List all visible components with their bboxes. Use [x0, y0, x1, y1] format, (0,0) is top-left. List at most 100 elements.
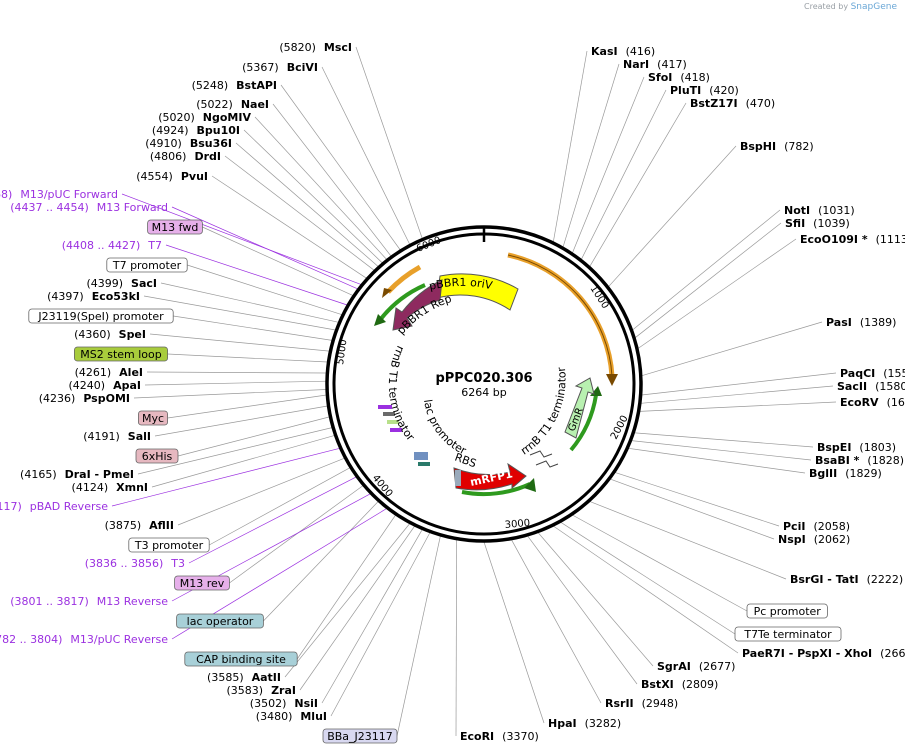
label-box [734, 626, 842, 642]
site-label-sfoi[interactable]: SfoI(418) [648, 71, 710, 84]
site-label-sgrai[interactable]: SgrAI(2677) [657, 660, 735, 673]
feature-label-m13-fwd[interactable]: M13 fwd [147, 219, 203, 235]
site-label-m13-reverse[interactable]: (3801 .. 3817)M13 Reverse [10, 595, 168, 608]
site-name: (3585)AatII [207, 671, 281, 684]
leader-line [146, 371, 327, 374]
site-label-bsabi[interactable]: BsaBI *(1828) [815, 454, 904, 467]
site-label-kasi[interactable]: KasI(416) [591, 45, 655, 58]
feature-name: T7 promoter [112, 259, 182, 272]
site-label-xmni[interactable]: (4124)XmnI [72, 481, 148, 494]
feature-label-pc-promoter[interactable]: Pc promoter [746, 603, 828, 619]
site-label-sfii[interactable]: SfiI(1039) [785, 217, 850, 230]
site-name: (4399)SacI [86, 277, 157, 290]
site-label-bsphi[interactable]: BspHI(782) [740, 140, 814, 153]
site-label-ecoo109i[interactable]: EcoO109I *(1113) [800, 233, 905, 246]
site-label-bcivi[interactable]: (5367)BciVI [242, 61, 318, 74]
site-label-bglii[interactable]: BglII(1829) [809, 467, 882, 480]
site-label-rsrii[interactable]: RsrII(2948) [605, 697, 678, 710]
site-label-t3[interactable]: (3836 .. 3856)T3 [85, 557, 185, 570]
site-label-m13-forward[interactable]: (4437 .. 4454)M13 Forward [10, 201, 168, 214]
leader-line [608, 145, 737, 287]
site-label-eco53ki[interactable]: (4397)Eco53kI [47, 290, 140, 303]
site-label-pluti[interactable]: PluTI(420) [670, 84, 739, 97]
site-name: (4397)Eco53kI [47, 290, 140, 303]
feature-label-ms2-stem-loop[interactable]: MS2 stem loop [74, 346, 168, 362]
site-label-drdi[interactable]: (4806)DrdI [150, 150, 221, 163]
leader-line [614, 472, 780, 527]
site-label-nspi[interactable]: NspI(2062) [778, 533, 850, 546]
site-label-hpai[interactable]: HpaI(3282) [548, 717, 621, 730]
site-label-bstz17i[interactable]: BstZ17I(470) [690, 97, 775, 110]
site-label-t7[interactable]: (4408 .. 4427)T7 [62, 239, 162, 252]
leader-line [229, 485, 364, 584]
leader-line [639, 401, 837, 412]
site-label-ecori[interactable]: EcoRI(3370) [460, 730, 539, 743]
feature-name: lac operator [187, 615, 254, 628]
feature-label-lac-operator[interactable]: lac operator [176, 613, 264, 629]
site-label-bsu36i[interactable]: (4910)Bsu36I [145, 137, 232, 150]
site-label-bstapi[interactable]: (5248)BstAPI [192, 79, 277, 92]
site-label-bstxi[interactable]: BstXI(2809) [641, 678, 718, 691]
site-label-alei[interactable]: (4261)AleI [75, 366, 143, 379]
site-label-aflii[interactable]: (3875)AflII [105, 519, 174, 532]
leader-line [640, 385, 834, 404]
site-label-bpu10i[interactable]: (4924)Bpu10I [152, 124, 240, 137]
label-box [176, 613, 264, 629]
feature-label-myc[interactable]: Myc [137, 410, 168, 426]
site-label-pvui[interactable]: (4554)PvuI [136, 170, 208, 183]
site-label-sali[interactable]: (4191)SalI [83, 430, 151, 443]
site-name: KasI(416) [591, 45, 655, 58]
site-label-pbad-reverse[interactable]: (4100 .. 4117)pBAD Reverse [0, 500, 108, 513]
site-label-aatii[interactable]: (3585)AatII [207, 671, 281, 684]
gmr-feature [564, 377, 595, 439]
leader-line [634, 432, 814, 448]
tick-3000: 3000 [504, 518, 530, 531]
feature-label-6xhis[interactable]: 6xHis [135, 448, 179, 464]
label-box [106, 257, 188, 273]
site-label-spei[interactable]: (4360)SpeI [74, 328, 146, 341]
site-label-nari[interactable]: NarI(417) [623, 58, 687, 71]
leader-line [641, 372, 837, 396]
feature-label-m13-rev[interactable]: M13 rev [174, 575, 230, 591]
plasmid-length: 6264 bp [461, 386, 506, 399]
site-label-saci[interactable]: (4399)SacI [86, 277, 157, 290]
feature-name: Myc [142, 412, 164, 425]
feature-name: J23119(SpeI) promoter [37, 310, 164, 323]
site-label-msci[interactable]: (5820)MscI [279, 41, 352, 54]
site-label-pspomi[interactable]: (4236)PspOMI [39, 392, 130, 405]
site-name: NarI(417) [623, 58, 687, 71]
site-label-ecorv[interactable]: EcoRV(1637) [840, 396, 905, 409]
site-name: BstXI(2809) [641, 678, 718, 691]
feature-label-t7te-terminator[interactable]: T7Te terminator [734, 626, 842, 642]
feature-label-t7-promoter[interactable]: T7 promoter [106, 257, 188, 273]
site-label-apai[interactable]: (4240)ApaI [69, 379, 141, 392]
site-label-naei[interactable]: (5022)NaeI [196, 98, 269, 111]
leader-line [111, 447, 340, 507]
site-label-m13-puc-reverse[interactable]: (3782 .. 3804)M13/pUC Reverse [0, 633, 168, 646]
feature-label-bba-j23117[interactable]: BBa_J23117 [322, 728, 398, 744]
site-name: BsaBI *(1828) [815, 454, 904, 467]
site-name: SfiI(1039) [785, 217, 850, 230]
feature-label-cap-binding-site[interactable]: CAP binding site [184, 651, 298, 667]
site-label-pcii[interactable]: PciI(2058) [783, 520, 850, 533]
site-label-sacii[interactable]: SacII(1580) [837, 380, 905, 393]
site-label-paqci[interactable]: PaqCI(1553) [840, 367, 905, 380]
leader-line [173, 315, 333, 341]
site-label-noti[interactable]: NotI(1031) [784, 204, 855, 217]
site-label-zrai[interactable]: (3583)ZraI [227, 684, 297, 697]
feature-label-j23119-spei-promoter[interactable]: J23119(SpeI) promoter [28, 308, 174, 324]
site-label-ngomiv[interactable]: (5020)NgoMIV [158, 111, 251, 124]
green-arc-bottom [461, 482, 531, 497]
site-label-m13-puc-forward[interactable]: (4446 .. 4468)M13/pUC Forward [0, 188, 118, 201]
site-label-bspei[interactable]: BspEI(1803) [817, 441, 896, 454]
feature-label-t3-promoter[interactable]: T3 promoter [128, 537, 210, 553]
plasmid-name: pPPC020.306 [435, 371, 532, 386]
site-label-mlui[interactable]: (3480)MluI [256, 710, 327, 723]
site-label-pasi[interactable]: PasI(1389) [826, 316, 896, 329]
site-label-paer7i-pspxi-xhoi[interactable]: PaeR7I - PspXI - XhoI(2662) [742, 647, 905, 660]
leader-line [133, 389, 327, 399]
site-label-nsii[interactable]: (3502)NsiI [250, 697, 318, 710]
site-label-bsrgi-tati[interactable]: BsrGI - TatI(2222) [790, 573, 903, 586]
label-box [135, 448, 179, 464]
site-label-drai-pmei[interactable]: (4165)DraI - PmeI [20, 468, 134, 481]
